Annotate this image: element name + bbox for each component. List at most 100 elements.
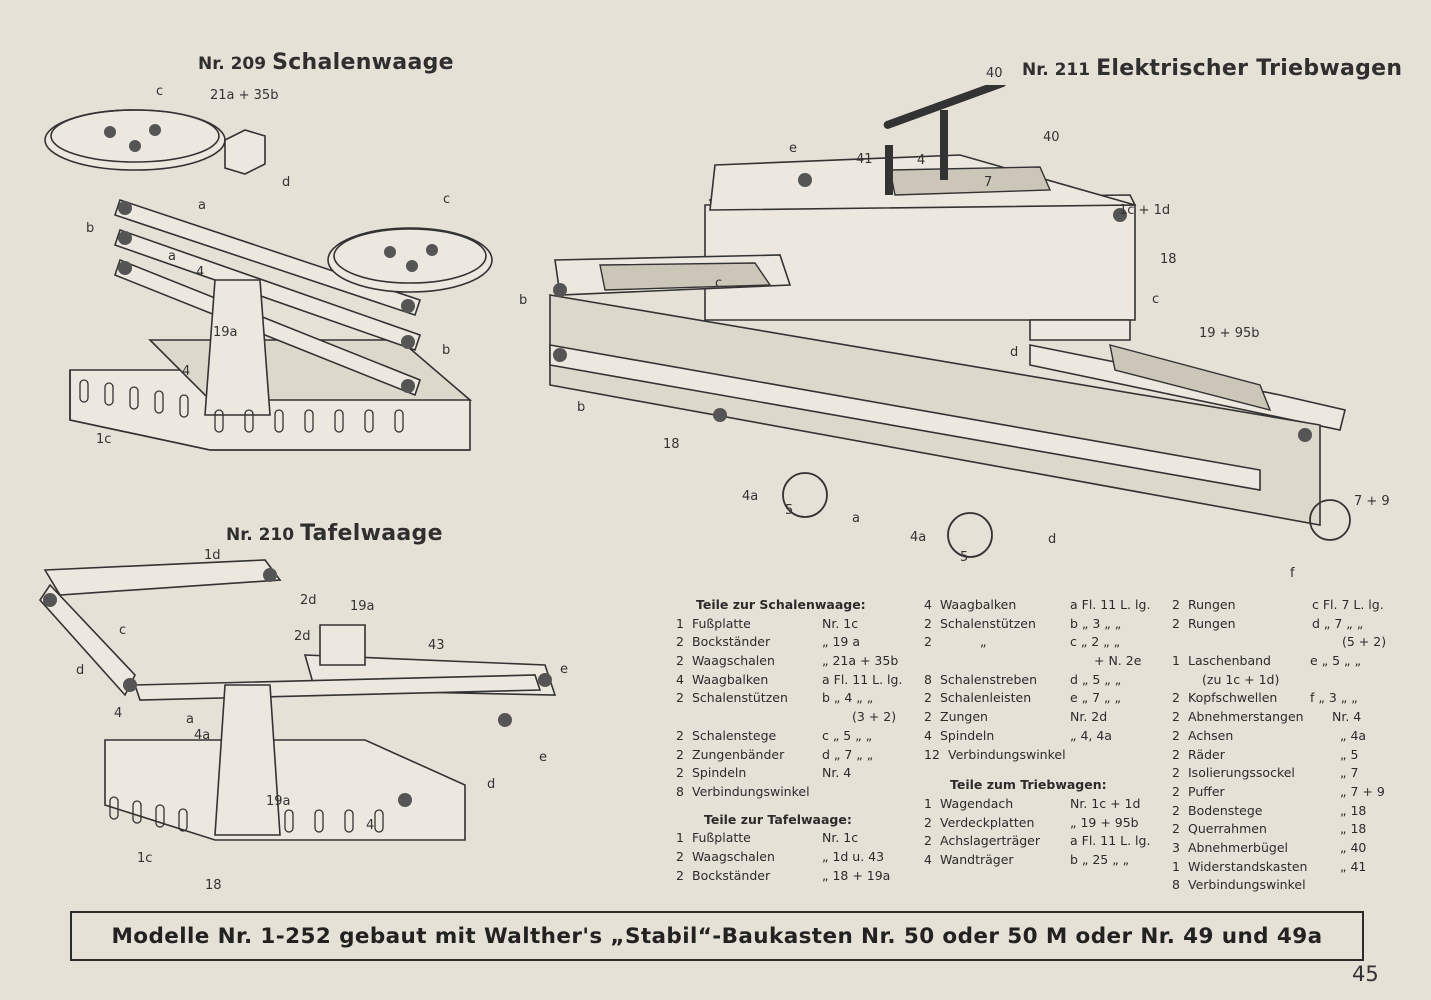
callout-209: 4 bbox=[182, 364, 191, 379]
callout-210: 43 bbox=[428, 638, 445, 653]
callout-211: e bbox=[789, 141, 797, 156]
parts-row: + N. 2e bbox=[1094, 653, 1142, 669]
footer-banner: Modelle Nr. 1-252 gebaut mit Walther's „… bbox=[70, 911, 1364, 961]
callout-210: 4 bbox=[366, 818, 375, 833]
callout-211: 19 + 95b bbox=[1199, 326, 1260, 341]
callout-210: 1d bbox=[204, 548, 221, 563]
callout-211: 4a bbox=[742, 489, 759, 504]
model-name: Tafelwaage bbox=[300, 521, 443, 546]
callout-209: b bbox=[86, 221, 95, 236]
callout-211: 5 bbox=[785, 503, 794, 518]
callout-211: b bbox=[577, 400, 586, 415]
model-number: Nr. 211 bbox=[1022, 60, 1091, 80]
callout-209: b bbox=[442, 343, 451, 358]
drawing-schalenwaage bbox=[40, 80, 500, 480]
callout-211: d bbox=[1048, 532, 1057, 547]
callout-209: c bbox=[443, 192, 451, 207]
callout-210: a bbox=[186, 712, 194, 727]
callout-209: a bbox=[168, 249, 176, 264]
drawing-tafelwaage bbox=[35, 545, 580, 890]
parts-row: (3 + 2) bbox=[852, 709, 897, 725]
model-number: Nr. 209 bbox=[198, 54, 267, 74]
callout-210: d bbox=[487, 777, 496, 792]
callout-211: d bbox=[1010, 345, 1019, 360]
callout-211: 41 bbox=[856, 152, 873, 167]
callout-211: 40 bbox=[986, 66, 1003, 81]
callout-209: 1c bbox=[96, 432, 112, 447]
parts-row: 2„c „ 2 „ „ bbox=[924, 634, 1121, 650]
callout-211: a bbox=[852, 511, 860, 526]
callout-210: c bbox=[119, 623, 127, 638]
model-name: Elektrischer Triebwagen bbox=[1096, 56, 1403, 81]
drawing-triebwagen bbox=[540, 85, 1380, 585]
callout-209: d bbox=[282, 175, 291, 190]
callout-209: a bbox=[198, 198, 206, 213]
callout-211: 1c + 1d bbox=[1119, 203, 1171, 218]
page-number: 45 bbox=[1352, 962, 1379, 986]
callout-209: 21a + 35b bbox=[210, 88, 279, 103]
callout-210: 2d bbox=[300, 593, 317, 608]
callout-210: 4a bbox=[194, 728, 211, 743]
parts-row: (5 + 2) bbox=[1342, 634, 1387, 650]
callout-210: e bbox=[560, 662, 568, 677]
callout-210: 18 bbox=[205, 878, 222, 893]
section-heading-schalenwaage: Teile zur Schalenwaage: bbox=[696, 597, 866, 612]
callout-210: 19a bbox=[350, 599, 375, 614]
callout-211: 5 bbox=[960, 550, 969, 565]
callout-211: b bbox=[519, 293, 528, 308]
callout-211: 18 bbox=[1160, 252, 1177, 267]
callout-211: 4 bbox=[917, 153, 926, 168]
callout-210: 19a bbox=[266, 794, 291, 809]
callout-211: 7 + 9 bbox=[1354, 494, 1390, 509]
parts-row: (zu 1c + 1d) bbox=[1202, 671, 1280, 687]
section-heading-triebwagen: Teile zum Triebwagen: bbox=[950, 777, 1107, 793]
callout-211: 40 bbox=[1043, 130, 1060, 145]
model-name: Schalenwaage bbox=[272, 50, 454, 75]
callout-211: 7 bbox=[984, 175, 993, 190]
callout-210: d bbox=[76, 663, 85, 678]
callout-211: f bbox=[1290, 566, 1295, 581]
callout-211: c bbox=[1152, 292, 1160, 307]
callout-210: e bbox=[539, 750, 547, 765]
callout-209: c bbox=[156, 84, 164, 99]
callout-210: 2d bbox=[294, 629, 311, 644]
callout-211: 18 bbox=[663, 437, 680, 452]
callout-210: 4 bbox=[114, 706, 123, 721]
model-number: Nr. 210 bbox=[226, 525, 295, 545]
callout-211: 4a bbox=[910, 530, 927, 545]
